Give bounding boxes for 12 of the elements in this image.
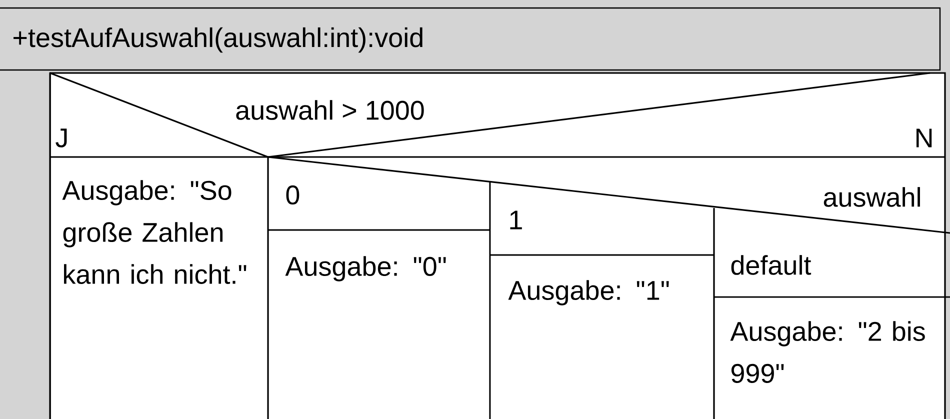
branch-label: J bbox=[56, 128, 67, 148]
case-label: 0 bbox=[286, 185, 300, 205]
case-label: default bbox=[731, 255, 812, 275]
output-text: Ausgabe: "1" bbox=[508, 280, 669, 306]
branch-label: N bbox=[916, 128, 932, 148]
output-text: Ausgabe: "So große Zahlen kann ich nicht." bbox=[62, 180, 246, 284]
case-variable: auswahl bbox=[824, 187, 920, 207]
output-text: Ausgabe: "2 bis 999" bbox=[730, 321, 925, 384]
output-text: Ausgabe: "0" bbox=[285, 256, 446, 282]
condition-text: auswahl > 1000 bbox=[236, 100, 424, 120]
case-label: 1 bbox=[510, 210, 522, 230]
method-signature: +testAufAuswahl(auswahl:int):void bbox=[14, 27, 422, 53]
